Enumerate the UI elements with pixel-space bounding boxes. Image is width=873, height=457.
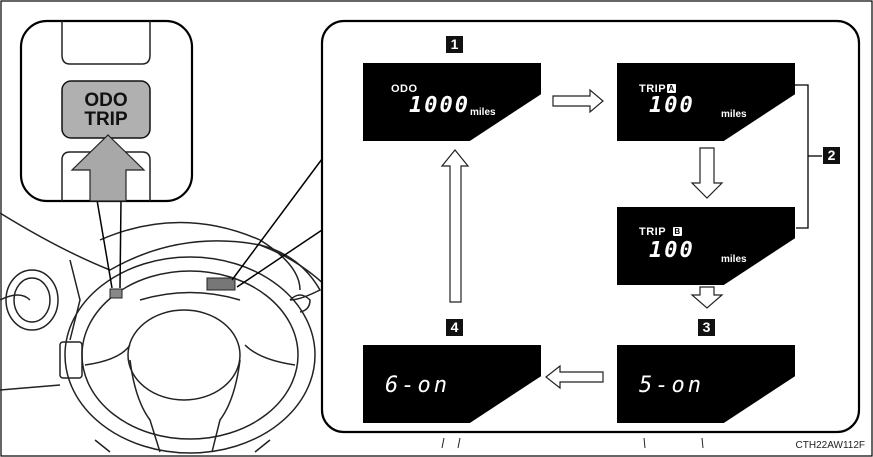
step-badge-1: 1 bbox=[446, 36, 463, 53]
step-badge-2: 2 bbox=[823, 147, 840, 164]
display-trip-b-mode: TRIP B bbox=[639, 226, 683, 238]
display-5-on-text: 5-on bbox=[639, 373, 704, 398]
display-trip-b-unit: miles bbox=[721, 254, 747, 265]
step-badge-3: 3 bbox=[698, 319, 715, 336]
arrow-right-icon bbox=[552, 88, 604, 114]
arrow-up-icon bbox=[440, 149, 470, 303]
figure-code: CTH22AW112F bbox=[795, 440, 865, 451]
arrow-down-small-icon bbox=[690, 286, 724, 309]
display-trip-a-label: TRIP bbox=[639, 83, 667, 95]
trip-a-indicator: A bbox=[667, 84, 677, 93]
bracket-step-2 bbox=[794, 84, 822, 229]
arrow-left-icon bbox=[545, 364, 604, 390]
trip-b-indicator: B bbox=[673, 227, 683, 236]
arrow-down-icon bbox=[690, 147, 724, 199]
display-trip-b-value: 100 bbox=[649, 238, 695, 263]
steering-wheel-icon bbox=[0, 212, 331, 454]
display-trip-a-unit: miles bbox=[721, 109, 747, 120]
display-trip-a-value: 100 bbox=[649, 93, 695, 118]
display-odo-mode: ODO bbox=[391, 83, 418, 95]
press-arrow-icon bbox=[70, 134, 146, 202]
display-6-on-text: 6-on bbox=[385, 373, 450, 398]
display-odo-value: 1000 bbox=[409, 93, 470, 118]
step-badge-4: 4 bbox=[446, 319, 463, 336]
button-label-trip: TRIP bbox=[84, 109, 128, 130]
display-trip-b-label: TRIP bbox=[639, 226, 667, 238]
display-odo-unit: miles bbox=[470, 107, 496, 118]
button-label-odo: ODO bbox=[84, 90, 128, 111]
